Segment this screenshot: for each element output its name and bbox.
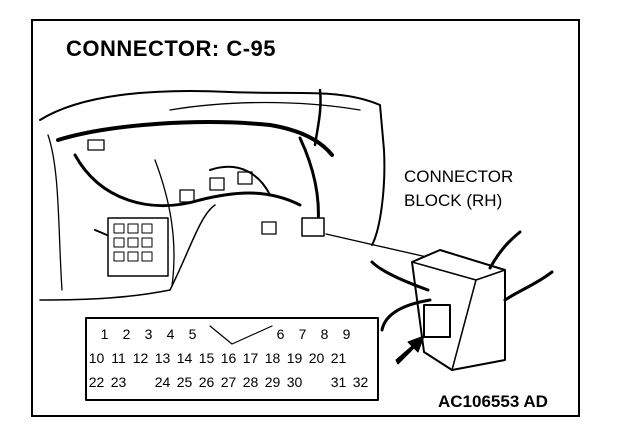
pin-2: 2 bbox=[122, 326, 131, 342]
pin-13: 13 bbox=[154, 350, 171, 366]
pin-10: 10 bbox=[88, 350, 105, 366]
wire-harness-branch-1 bbox=[73, 153, 302, 208]
pin-8: 8 bbox=[320, 326, 329, 342]
block-wire-1 bbox=[370, 260, 430, 292]
connector-small-3 bbox=[237, 171, 253, 185]
pin-16: 16 bbox=[220, 350, 237, 366]
pin-23: 23 bbox=[110, 374, 127, 390]
block-wire-2 bbox=[380, 298, 432, 332]
dashboard-lower-edge bbox=[39, 204, 216, 301]
pin-1: 1 bbox=[100, 326, 109, 342]
pin-3: 3 bbox=[144, 326, 153, 342]
pin-15: 15 bbox=[198, 350, 215, 366]
pin-25: 25 bbox=[176, 374, 193, 390]
pointer-arrow bbox=[395, 335, 425, 365]
pin-29: 29 bbox=[264, 374, 281, 390]
diagram-code: AC106553 AD bbox=[438, 392, 548, 411]
pin-12: 12 bbox=[132, 350, 149, 366]
connector-key-notch bbox=[209, 325, 273, 345]
pin-4: 4 bbox=[166, 326, 175, 342]
connector-small-4 bbox=[261, 221, 277, 235]
connector-small-1 bbox=[179, 189, 195, 203]
connector-title: CONNECTOR: C-95 bbox=[66, 36, 277, 61]
pin-22: 22 bbox=[88, 374, 105, 390]
block-wire-3 bbox=[488, 230, 522, 270]
connector-c95-location bbox=[301, 217, 325, 237]
pin-24: 24 bbox=[154, 374, 171, 390]
pin-32: 32 bbox=[352, 374, 369, 390]
dashboard-contour-2 bbox=[154, 159, 175, 287]
wire-harness-branch-3 bbox=[313, 88, 322, 147]
pin-21: 21 bbox=[330, 350, 347, 366]
callout-line-2: BLOCK (RH) bbox=[404, 191, 503, 210]
pin-18: 18 bbox=[264, 350, 281, 366]
pin-9: 9 bbox=[342, 326, 351, 342]
connector-small-2 bbox=[209, 177, 225, 191]
pin-5: 5 bbox=[188, 326, 197, 342]
pin-7: 7 bbox=[298, 326, 307, 342]
pin-14: 14 bbox=[176, 350, 193, 366]
connector-c95-enlarged bbox=[423, 304, 451, 338]
pin-6: 6 bbox=[276, 326, 285, 342]
pin-27: 27 bbox=[220, 374, 237, 390]
dashboard-outline bbox=[39, 89, 386, 246]
connector-small-5 bbox=[87, 139, 105, 151]
connector-block-top-edge bbox=[411, 261, 506, 371]
pin-30: 30 bbox=[286, 374, 303, 390]
pin-11: 11 bbox=[111, 350, 126, 366]
pin-26: 26 bbox=[198, 374, 215, 390]
pin-19: 19 bbox=[286, 350, 303, 366]
connector-face-outline bbox=[85, 317, 379, 401]
pin-20: 20 bbox=[308, 350, 325, 366]
wire-harness-branch-4 bbox=[209, 165, 271, 196]
leader-line bbox=[325, 233, 441, 261]
dashboard-contour-3 bbox=[169, 101, 361, 111]
pin-17: 17 bbox=[242, 350, 259, 366]
callout-line-1: CONNECTOR bbox=[404, 167, 514, 186]
connector-block-callout: CONNECTOR BLOCK (RH) bbox=[404, 165, 513, 213]
pin-31: 31 bbox=[330, 374, 347, 390]
wire-harness-main bbox=[56, 120, 334, 157]
block-wire-4 bbox=[503, 270, 554, 302]
pin-28: 28 bbox=[242, 374, 259, 390]
connector-block-body bbox=[411, 249, 506, 371]
wire-harness-branch-2 bbox=[298, 136, 320, 227]
dashboard-contour-1 bbox=[47, 134, 63, 291]
